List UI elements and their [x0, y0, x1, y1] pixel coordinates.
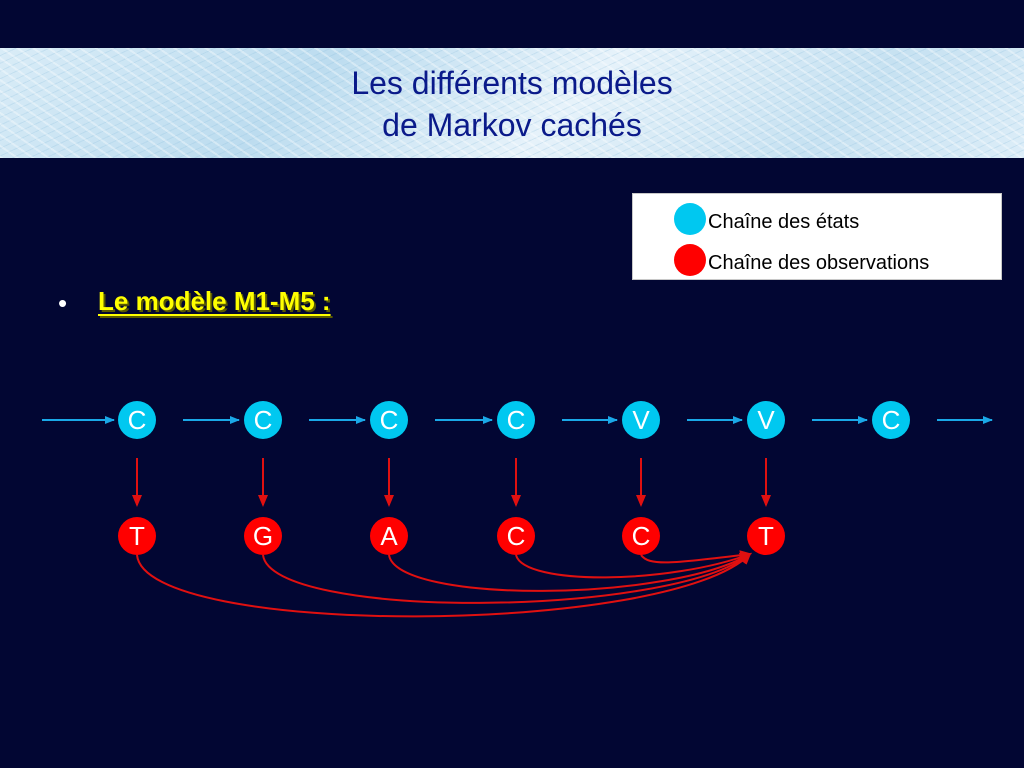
observation-node: T	[118, 517, 156, 555]
observation-node-label: G	[253, 521, 273, 551]
legend-state-dot	[674, 203, 706, 235]
state-node-circle	[370, 401, 408, 439]
state-node: C	[244, 401, 282, 439]
emission-arrows	[132, 458, 771, 507]
observation-dependency-arrow	[262, 552, 752, 604]
state-node-circle	[747, 401, 785, 439]
state-node-circle	[872, 401, 910, 439]
observation-node: A	[370, 517, 408, 555]
observation-dependency-arrow	[136, 552, 752, 618]
observation-node-circle	[747, 517, 785, 555]
observation-node-circle	[497, 517, 535, 555]
bullet-marker: •	[58, 288, 68, 318]
title-line-1: Les différents modèles	[351, 65, 673, 101]
title-band	[0, 48, 1024, 158]
state-node-label: C	[882, 405, 901, 435]
observation-node-circle	[118, 517, 156, 555]
model-heading: Le modèle M1-M5 :	[98, 286, 331, 316]
state-node-label: C	[380, 405, 399, 435]
state-node: C	[118, 401, 156, 439]
observation-dependency-arrow	[388, 552, 752, 592]
legend-observation-label: Chaîne des observations	[708, 252, 930, 274]
observation-dependency-arrow	[640, 550, 752, 564]
observation-node: T	[747, 517, 785, 555]
state-node: V	[747, 401, 785, 439]
observation-node-circle	[244, 517, 282, 555]
observation-dependency-arrow	[515, 552, 752, 579]
state-node: C	[872, 401, 910, 439]
observation-node-label: T	[758, 521, 774, 551]
observation-node-circle	[370, 517, 408, 555]
observation-node-label: C	[507, 521, 526, 551]
observation-node: C	[497, 517, 535, 555]
observation-dependency-arrows	[136, 550, 752, 618]
state-node: C	[370, 401, 408, 439]
state-node: V	[622, 401, 660, 439]
observation-node-label: C	[632, 521, 651, 551]
observation-node: G	[244, 517, 282, 555]
title-line-2: de Markov cachés	[382, 107, 642, 143]
page-title: Les différents modèles de Markov cachés	[0, 62, 1024, 146]
legend-observation-dot	[674, 244, 706, 276]
state-node: C	[497, 401, 535, 439]
legend: Chaîne des états Chaîne des observations	[632, 193, 1002, 280]
observation-node-label: A	[380, 521, 398, 551]
state-node-circle	[622, 401, 660, 439]
observation-node-label: T	[129, 521, 145, 551]
state-node-circle	[244, 401, 282, 439]
state-node-label: C	[128, 405, 147, 435]
state-node-label: C	[507, 405, 526, 435]
state-node-circle	[118, 401, 156, 439]
state-node-label: V	[757, 405, 775, 435]
observation-node-circle	[622, 517, 660, 555]
legend-state-label: Chaîne des états	[708, 211, 860, 233]
state-node-label: V	[632, 405, 650, 435]
observation-node: C	[622, 517, 660, 555]
state-node-label: C	[254, 405, 273, 435]
state-node-circle	[497, 401, 535, 439]
